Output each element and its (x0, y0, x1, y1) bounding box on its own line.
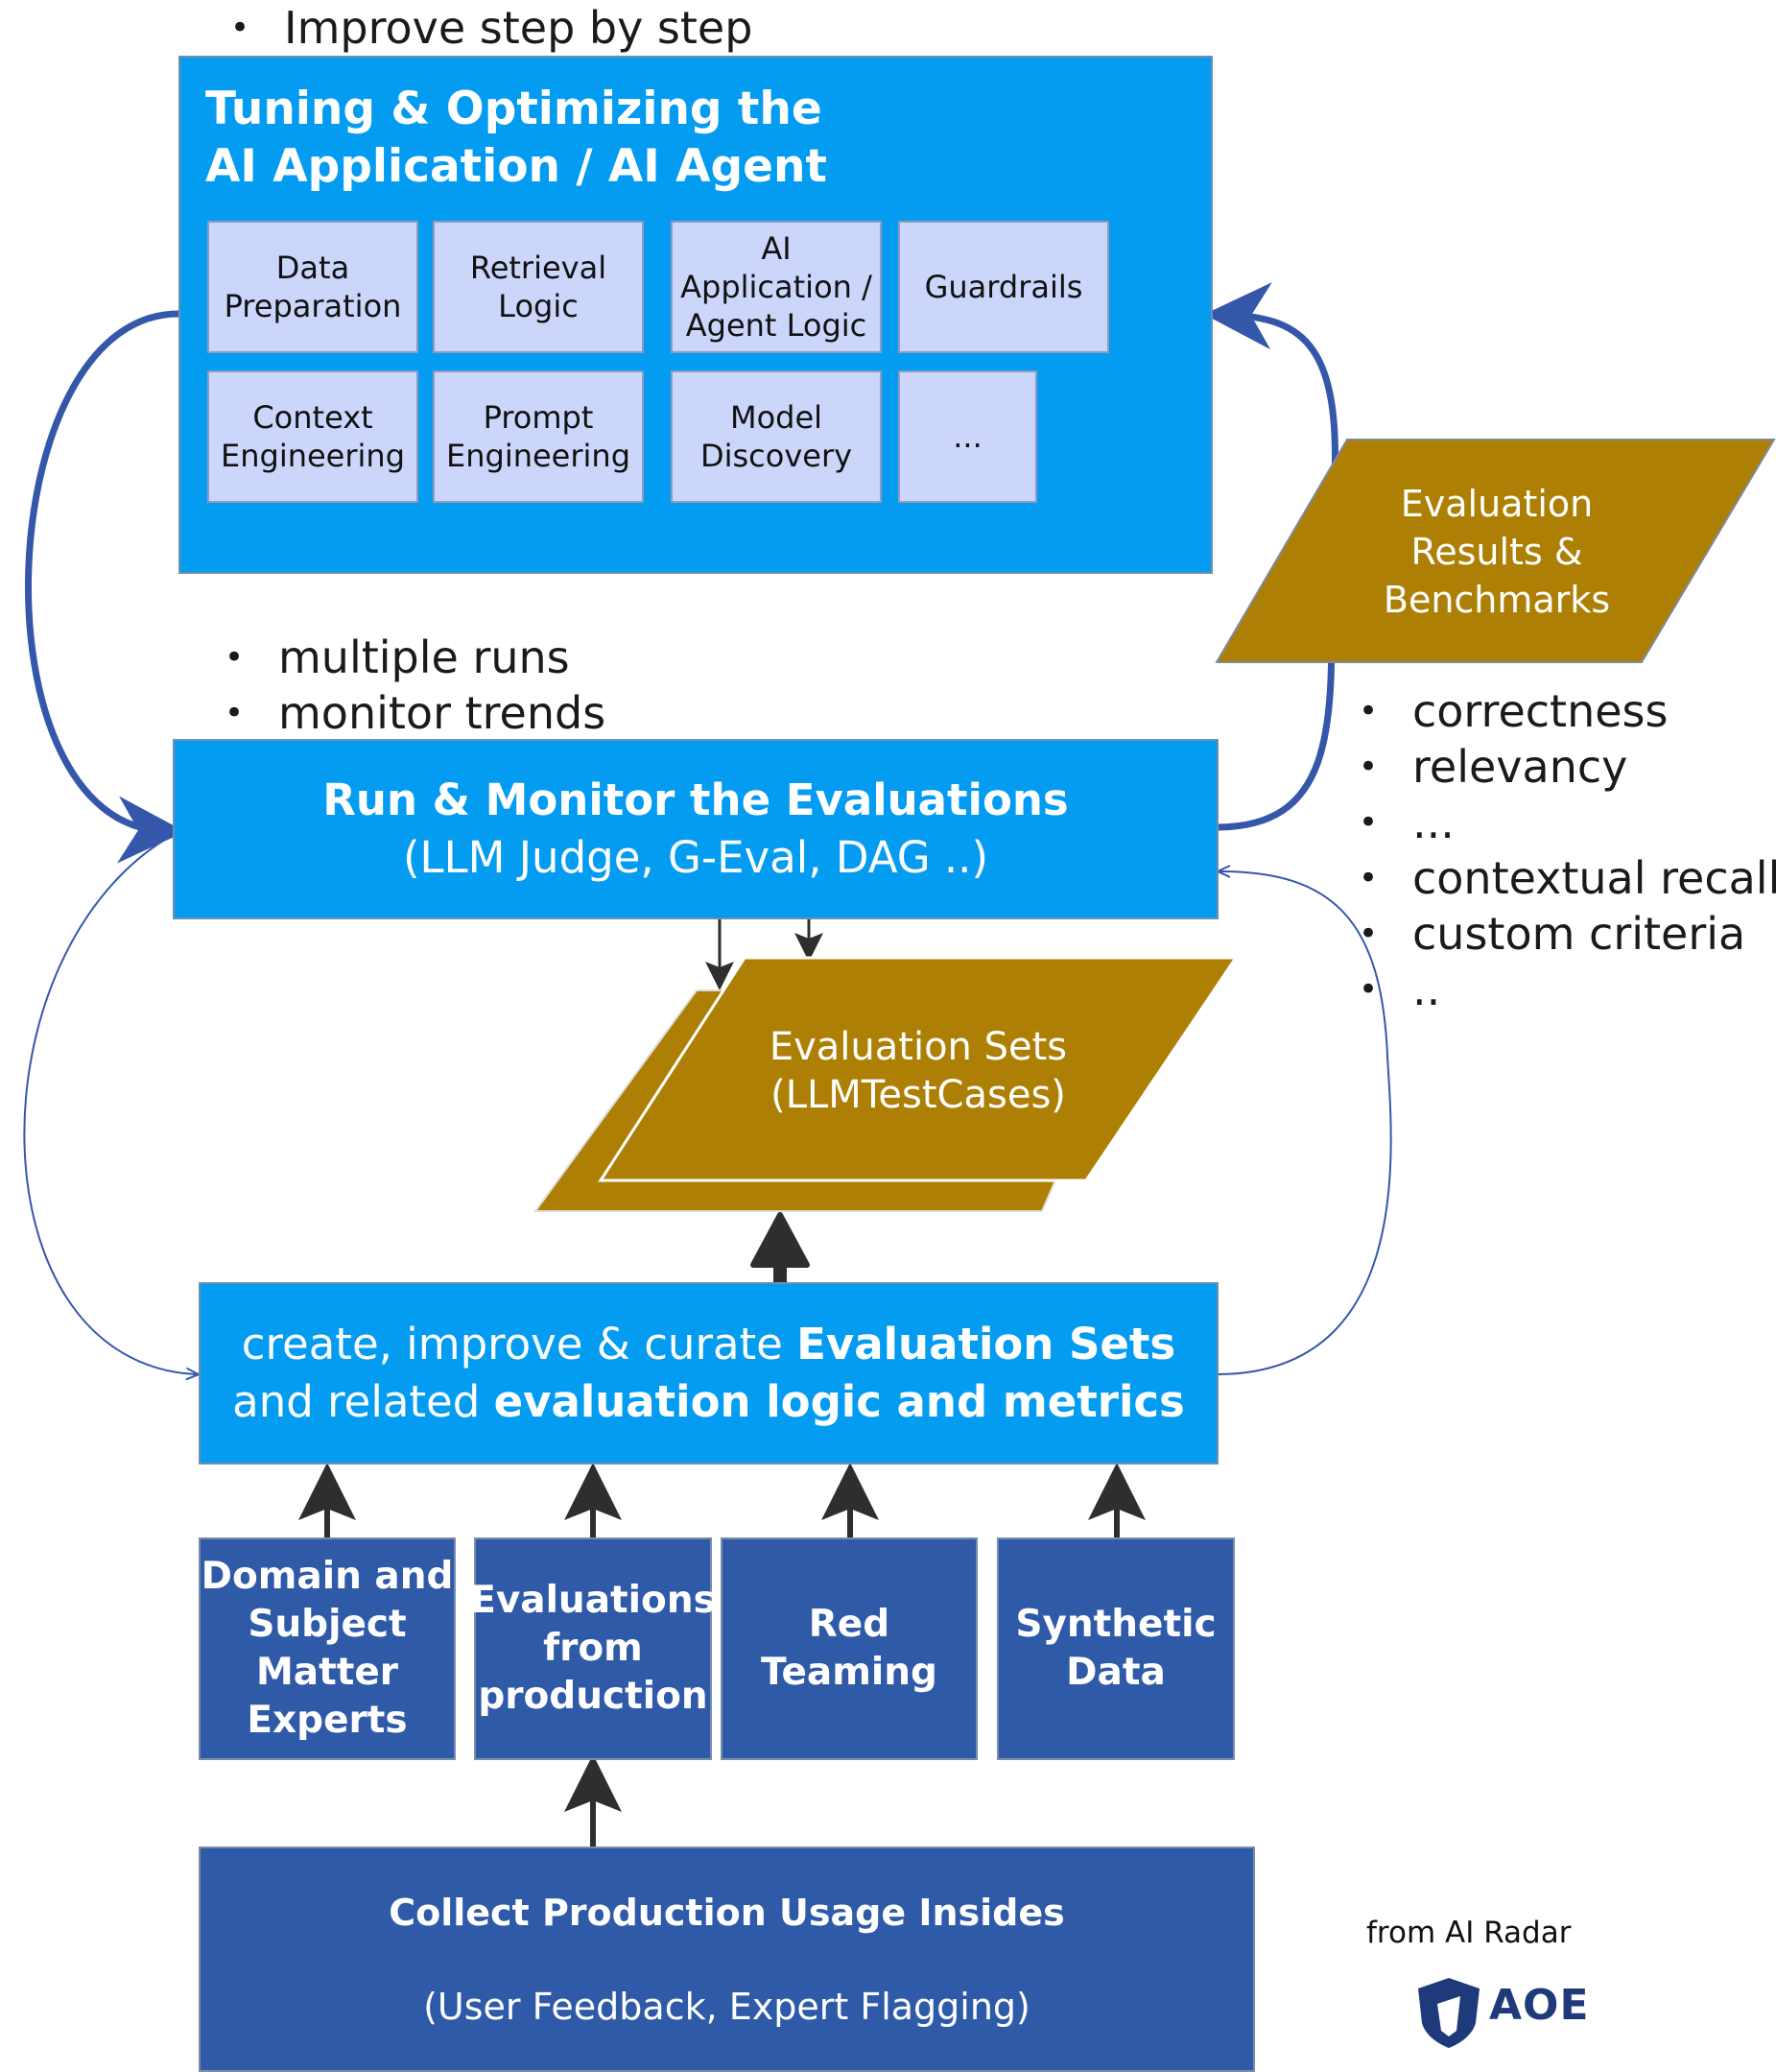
metric-item: ... (1359, 795, 1776, 850)
tuning-title-line1: Tuning & Optimizing the (205, 83, 822, 135)
run-box: Run & Monitor the Evaluations (LLM Judge… (173, 739, 1219, 919)
tile-guardrails: Guardrails (898, 221, 1109, 353)
note-top: Improve step by step (230, 0, 752, 56)
tile-data-preparation: Data Preparation (207, 221, 418, 353)
collect-subtitle: (User Feedback, Expert Flagging) (423, 1985, 1030, 2028)
tuning-title: Tuning & Optimizing the AI Application /… (205, 81, 827, 196)
metric-item: contextual recall (1359, 850, 1776, 906)
source-evaluations-production: Evaluations from production (470, 1537, 716, 1760)
metric-item: .. (1359, 962, 1776, 1017)
collect-box: Collect Production Usage Insides (User F… (199, 1846, 1255, 2072)
tile-retrieval-logic: Retrieval Logic (433, 221, 644, 353)
create-line2-bold: evaluation logic and metrics (493, 1376, 1185, 1427)
note-item: multiple runs (225, 630, 605, 685)
tile-agent-logic: AI Application / Agent Logic (671, 221, 882, 353)
tile-context-engineering: Context Engineering (207, 370, 418, 503)
eval-sets-shape (533, 956, 1238, 1212)
results-shape (1215, 439, 1776, 663)
create-line1-text: create, improve & curate (241, 1319, 797, 1369)
note-item: monitor trends (225, 685, 605, 741)
metrics-list: correctness relevancy ... contextual rec… (1359, 683, 1776, 1017)
shield-icon (1418, 1978, 1480, 2048)
tile-model-discovery: Model Discovery (671, 370, 882, 503)
source-domain-experts: Domain and Subject Matter Experts (199, 1537, 456, 1760)
source-red-teaming: Red Teaming (721, 1537, 978, 1760)
metric-item: custom criteria (1359, 906, 1776, 962)
arrow-create-to-evalsets-head (750, 1212, 810, 1268)
credit-text: from AI Radar (1366, 1916, 1572, 1950)
eval-sets-label: Evaluation Sets (LLMTestCases) (769, 1025, 1068, 1117)
results-label: Evaluation Results & Benchmarks (1383, 483, 1611, 621)
run-subtitle: (LLM Judge, G-Eval, DAG ..) (402, 832, 989, 883)
run-title: Run & Monitor the Evaluations (322, 774, 1069, 825)
create-box: create, improve & curate Evaluation Sets… (199, 1282, 1219, 1465)
arrow-create-to-run (1217, 871, 1392, 1375)
source-synthetic-data: Synthetic Data (997, 1537, 1235, 1760)
create-line1-bold: Evaluation Sets (796, 1319, 1176, 1369)
tile-more: ... (898, 370, 1037, 503)
tile-prompt-engineering: Prompt Engineering (433, 370, 644, 503)
note-item: Improve step by step (230, 0, 752, 56)
metric-item: correctness (1359, 683, 1776, 739)
create-line2-text: and related (232, 1376, 494, 1427)
arrow-run-to-create (23, 834, 196, 1374)
collect-title: Collect Production Usage Insides (389, 1891, 1065, 1934)
arrow-tuning-to-run (24, 310, 185, 864)
create-line1: create, improve & curate Evaluation Sets (242, 1316, 1175, 1373)
logo-text: AOE (1489, 1981, 1590, 2030)
note-middle: multiple runs monitor trends (225, 630, 605, 741)
metric-item: relevancy (1359, 739, 1776, 795)
create-line2: and related evaluation logic and metrics (232, 1373, 1185, 1431)
tuning-title-line2: AI Application / AI Agent (205, 140, 827, 193)
